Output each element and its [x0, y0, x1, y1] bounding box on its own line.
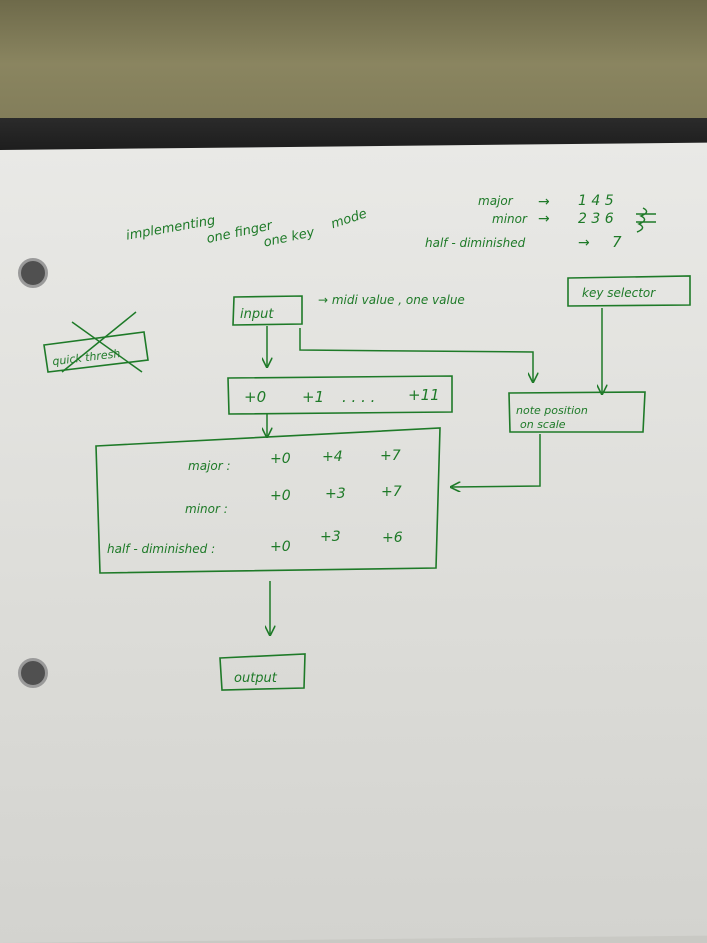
- legend-scribble: [636, 207, 656, 233]
- heading-line1: implementing: [125, 213, 216, 243]
- offset-eleven: +11: [408, 386, 440, 404]
- chord-row-half-b: +3: [320, 529, 341, 545]
- legend-half-label: half - diminished: [425, 236, 526, 250]
- note-position-box: [508, 391, 646, 433]
- crossed-box-strike-2: [71, 321, 143, 373]
- key-selector-box: [567, 275, 691, 307]
- crossed-box: quick thresh: [43, 311, 149, 373]
- legend-minor-values: 2 3 6: [578, 211, 614, 227]
- chord-row-minor-label: minor :: [185, 502, 228, 516]
- input-box: [232, 295, 303, 326]
- legend-major-values: 1 4 5: [578, 193, 614, 209]
- chord-row-minor-a: +0: [270, 488, 291, 504]
- output-box: [219, 653, 306, 691]
- legend-major-label: major: [478, 194, 514, 208]
- legend-minor-arrow: →: [538, 211, 550, 227]
- offset-one: +1: [302, 388, 324, 406]
- chord-row-half-label: half - diminished :: [107, 542, 215, 556]
- arrow-input-to-note-position: [299, 328, 533, 381]
- chord-table-box: [95, 427, 441, 574]
- offset-dots: . . . .: [342, 388, 375, 406]
- arrow-note-position-to-table: [452, 434, 541, 487]
- binder-ring-bottom: [18, 658, 48, 688]
- chord-row-half-c: +6: [382, 530, 403, 546]
- legend-half-values: 7: [612, 233, 622, 251]
- chord-row-major-label: major :: [188, 459, 231, 473]
- chord-row-minor-b: +3: [325, 486, 346, 502]
- input-box-label: input: [240, 307, 274, 322]
- legend-minor-label: minor: [492, 212, 528, 226]
- offset-zero: +0: [244, 388, 266, 406]
- note-position-line2: on scale: [520, 418, 566, 431]
- legend-half-arrow: →: [578, 235, 590, 251]
- input-note-text: → midi value , one value: [318, 293, 465, 307]
- chord-row-half-a: +0: [270, 539, 291, 555]
- crossed-box-outline: [43, 331, 149, 373]
- chord-row-major-a: +0: [270, 451, 291, 467]
- key-selector-label: key selector: [582, 286, 656, 300]
- output-box-label: output: [234, 671, 278, 686]
- chord-row-minor-c: +7: [381, 484, 402, 500]
- note-position-line1: note position: [516, 404, 588, 417]
- legend-major-arrow: →: [538, 194, 550, 210]
- offsets-box: [227, 375, 453, 415]
- heading-line4: mode: [329, 206, 369, 232]
- binder-ring-top: [18, 258, 48, 288]
- chord-row-major-b: +4: [322, 449, 343, 465]
- chord-row-major-c: +7: [380, 448, 401, 464]
